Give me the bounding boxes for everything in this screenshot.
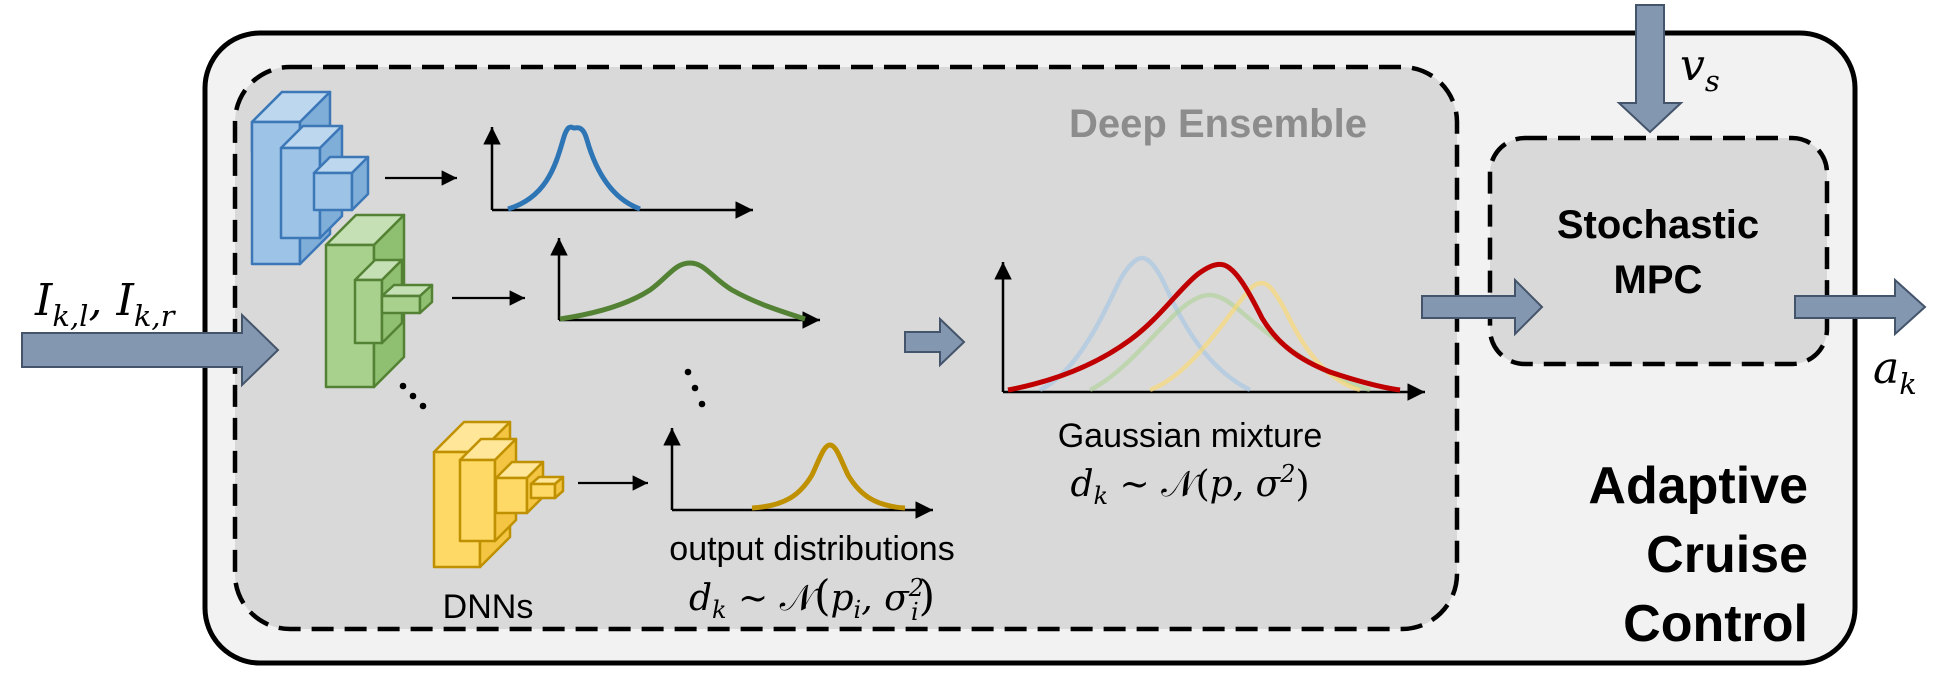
dnn-blue-icon bbox=[250, 90, 370, 266]
gaussian-mixture-formula: dk ~ 𝒩(p, σ2) bbox=[1070, 460, 1309, 510]
plot-blue-distribution bbox=[483, 124, 753, 219]
deep-ensemble-title: Deep Ensemble bbox=[1069, 102, 1367, 146]
input-arrow bbox=[21, 312, 280, 388]
plot-green-distribution bbox=[550, 238, 820, 329]
dnns-label: DNNs bbox=[443, 588, 534, 626]
vs-arrow bbox=[1616, 4, 1684, 134]
gaussian-mixture-label: Gaussian mixture bbox=[1058, 417, 1323, 455]
dnn-green-icon bbox=[324, 213, 434, 389]
arrow-to-mixture bbox=[904, 316, 966, 368]
acc-label-line1: Adaptive bbox=[1588, 457, 1808, 515]
input-label: Ik,l, Ik,r bbox=[34, 275, 177, 333]
mpc-label-line1: Stochastic bbox=[1557, 203, 1759, 247]
acc-label-line3: Control bbox=[1623, 595, 1808, 653]
stochastic-mpc-box bbox=[1487, 135, 1830, 367]
plot-ellipsis-dots bbox=[684, 368, 706, 408]
plot-gold-distribution bbox=[663, 428, 933, 519]
output-distributions-label: output distributions bbox=[669, 530, 954, 568]
mpc-label-line2: MPC bbox=[1614, 258, 1703, 302]
dnn-gold-icon bbox=[432, 420, 565, 569]
plot-gaussian-mixture bbox=[994, 255, 1425, 401]
acc-label-line2: Cruise bbox=[1646, 526, 1808, 584]
dnn-ellipsis-dots bbox=[399, 382, 427, 410]
ak-label: ak bbox=[1873, 343, 1917, 401]
arrow-ensemble-to-mpc bbox=[1421, 277, 1544, 337]
output-arrow bbox=[1794, 277, 1927, 337]
